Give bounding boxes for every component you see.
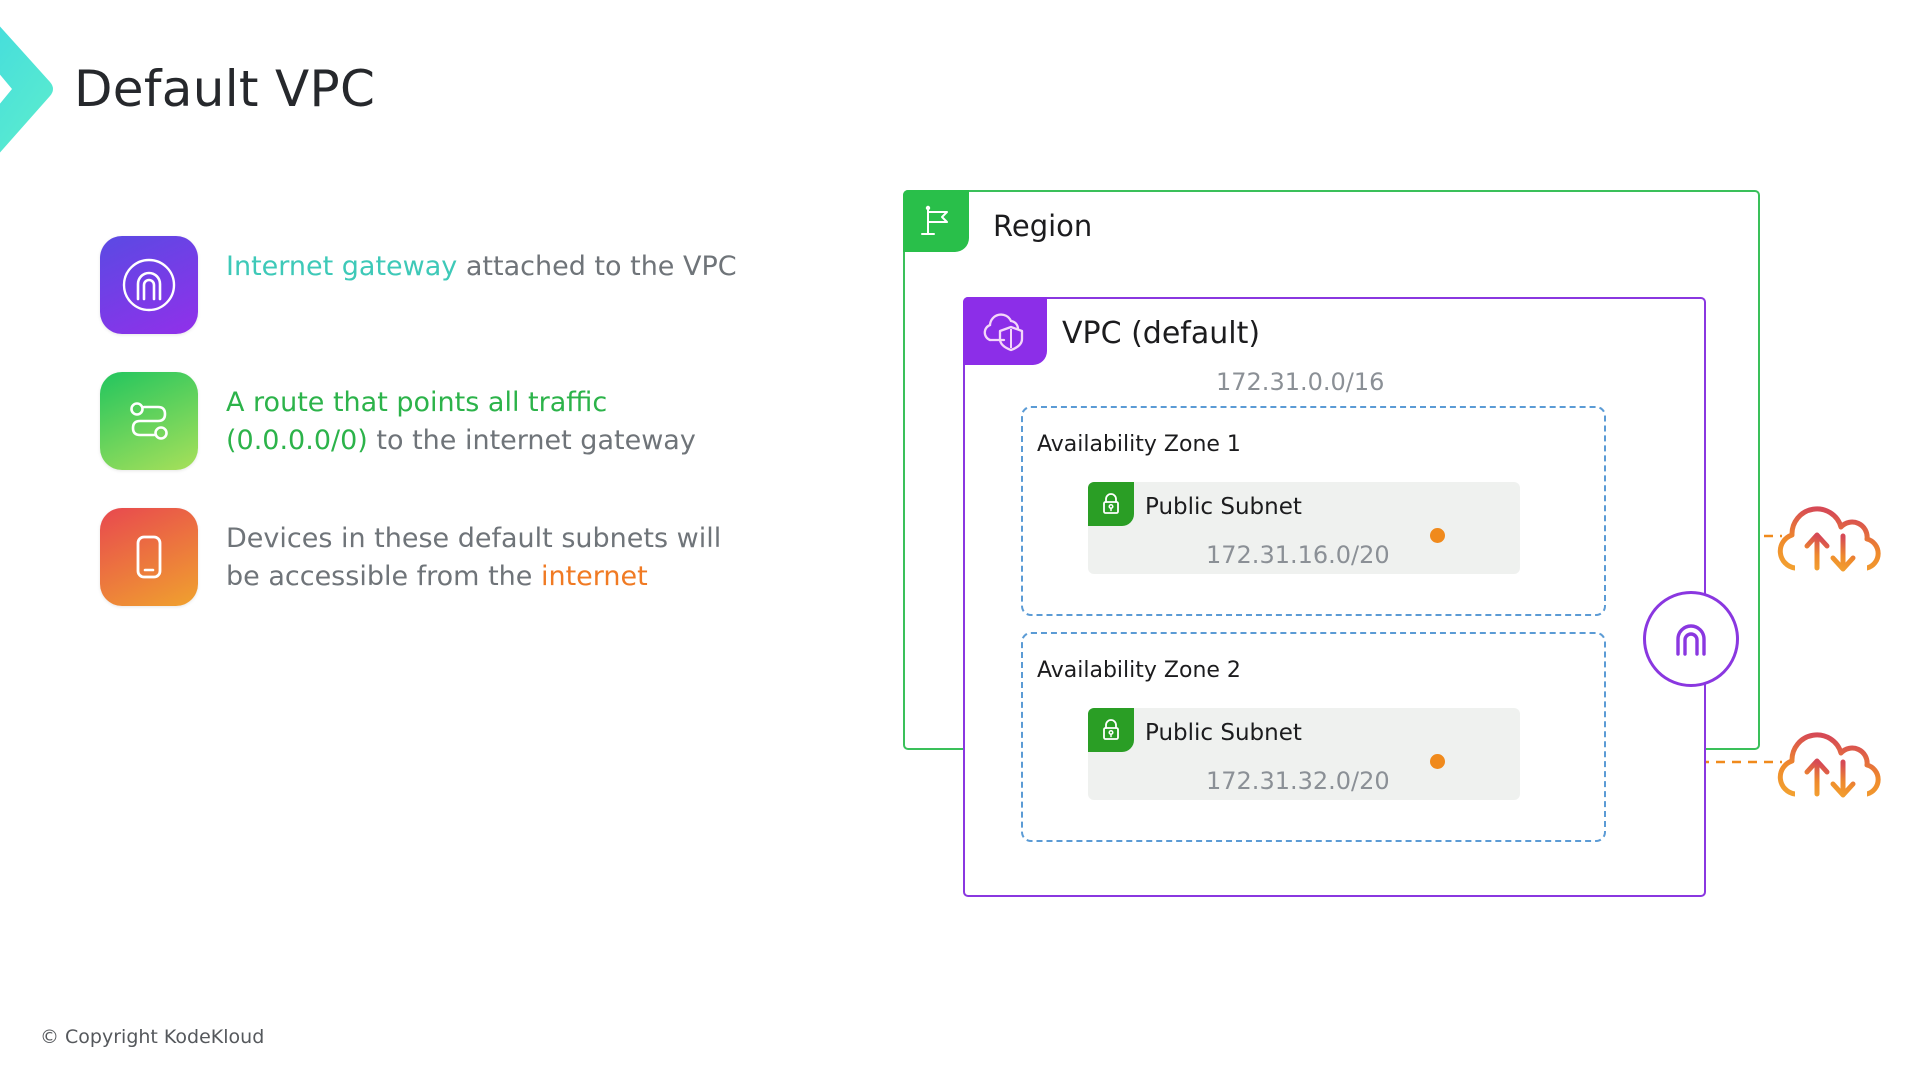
page-title: Default VPC [74,60,376,118]
internet-gateway-icon [100,236,198,334]
public-subnet-2-container [1088,708,1520,800]
internet-gateway-circle-icon [1643,591,1739,687]
bullet-list: Internet gateway attached to the VPC A r… [100,236,840,644]
bullet-segment-highlight: Internet gateway [226,251,458,282]
availability-zone-1-label: Availability Zone 1 [1037,432,1241,457]
public-subnet-1-container [1088,482,1520,574]
bullet-segment-plain: Devices in these default subnets will [226,523,722,554]
bullet-segment-highlight: A route that points all traffic [226,387,608,418]
public-subnet-1-label: Public Subnet [1145,494,1302,520]
list-item-text: A route that points all traffic (0.0.0.0… [226,372,696,460]
bullet-segment-cidr: (0.0.0.0/0) [226,424,368,456]
public-subnet-2-label: Public Subnet [1145,720,1302,746]
bullet-segment-plain2: be accessible from the [226,560,541,592]
availability-zone-2-container [1021,632,1606,842]
lock-icon [1088,482,1134,526]
public-subnet-2-cidr: 172.31.32.0/20 [1206,767,1390,795]
bullet-segment-plain: attached to the VPC [457,251,737,282]
region-label: Region [993,209,1093,243]
copyright-footer: © Copyright KodeKloud [40,1026,265,1048]
availability-zone-2-label: Availability Zone 2 [1037,658,1241,683]
vpc-cidr: 172.31.0.0/16 [1216,368,1385,396]
bullet-segment-plain: to the internet gateway [367,424,696,456]
bullet-segment-highlight: internet [540,560,648,592]
list-item-text: Devices in these default subnets will be… [226,508,721,596]
public-subnet-1-cidr: 172.31.16.0/20 [1206,541,1390,569]
list-item: Devices in these default subnets will be… [100,508,840,606]
connector-dot-subnet-1 [1430,528,1445,543]
chevron-logo-icon [0,26,53,153]
availability-zone-1-container [1021,406,1606,616]
flag-icon [903,190,969,252]
internet-cloud-icon [1777,732,1881,799]
list-item-text: Internet gateway attached to the VPC [226,236,737,286]
connector-dot-subnet-2 [1430,754,1445,769]
device-icon [100,508,198,606]
list-item: A route that points all traffic (0.0.0.0… [100,372,840,470]
list-item: Internet gateway attached to the VPC [100,236,840,334]
cloud-shield-icon [963,297,1047,365]
route-icon [100,372,198,470]
vpc-label: VPC (default) [1062,316,1261,351]
internet-cloud-icon [1777,506,1881,573]
lock-icon [1088,708,1134,752]
